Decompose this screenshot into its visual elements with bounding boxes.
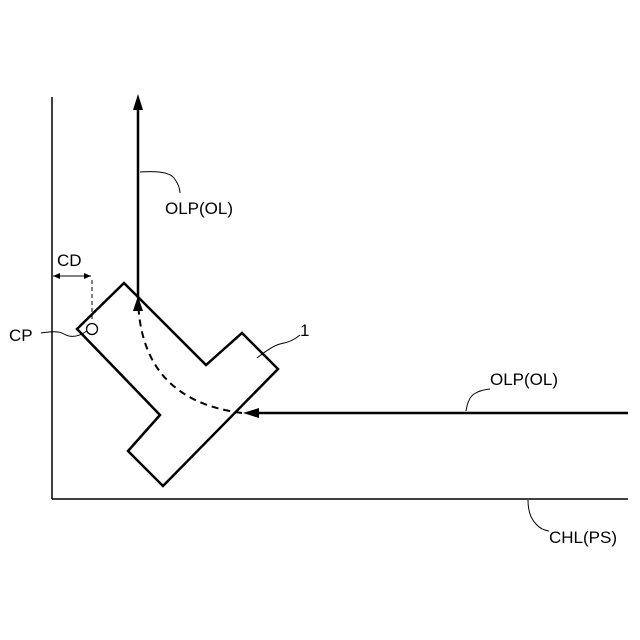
right-path-leader-line bbox=[466, 389, 490, 411]
t-shaped-workpiece bbox=[77, 283, 278, 486]
boundary-leader-line bbox=[528, 500, 549, 531]
upper-path-label: OLP(OL) bbox=[165, 199, 233, 218]
arrowhead-up-icon bbox=[133, 296, 143, 311]
arrowhead-up-icon bbox=[133, 94, 143, 110]
contact-point-circle-icon bbox=[87, 324, 98, 335]
clearance-label: CD bbox=[57, 251, 82, 270]
part-number-label: 1 bbox=[300, 321, 309, 340]
contact-point-label: CP bbox=[9, 326, 33, 345]
boundary-label: CHL(PS) bbox=[549, 528, 617, 547]
cd-arrow-right-icon bbox=[84, 273, 91, 279]
arrowhead-left-icon bbox=[243, 408, 259, 418]
dashed-turn-path bbox=[138, 298, 242, 413]
cd-arrow-left-icon bbox=[53, 273, 60, 279]
upper-path-leader-line bbox=[140, 172, 180, 193]
right-path-label: OLP(OL) bbox=[490, 370, 558, 389]
